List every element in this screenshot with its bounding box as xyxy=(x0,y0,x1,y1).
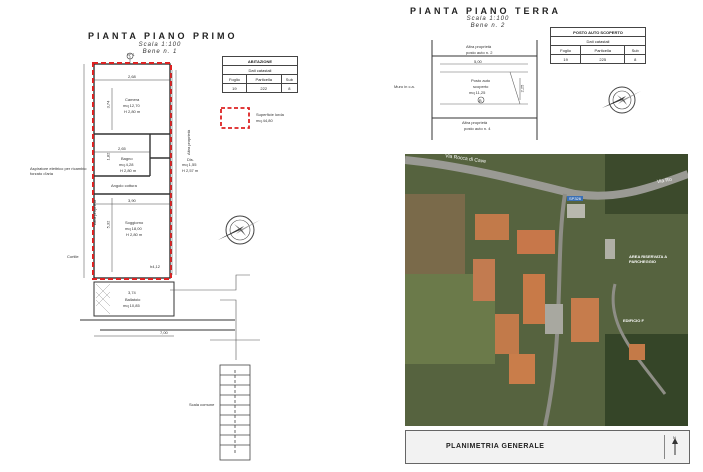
planimetria-title: PLANIMETRIA GENERALE xyxy=(446,443,545,450)
legend-label: Superficie lorda xyxy=(256,112,284,117)
right-info-h1: Foglio xyxy=(549,45,582,55)
right-info-h2: Particella xyxy=(580,45,626,55)
aerial-map: Via Rocca di Cave Via Ro SP326 AREA RISE… xyxy=(405,154,688,426)
posto-num: B xyxy=(479,98,482,103)
north-arrow-box: N xyxy=(664,435,685,459)
room-bagno-area: mq 4,28 xyxy=(119,162,134,167)
dim-width: 3,90 xyxy=(128,198,136,203)
north-label: N xyxy=(673,435,676,440)
right-info-sub: Dati catastali xyxy=(550,36,646,46)
legend-value: mq 44,80 xyxy=(256,118,273,123)
room-soggiorno: Soggiorno xyxy=(125,220,144,225)
right-compass xyxy=(602,86,641,114)
room-soggiorno-area: mq 18,00 xyxy=(125,226,142,231)
left-info-table: ABITAZIONE Dati catastali Foglio Partice… xyxy=(222,56,299,93)
right-info-table: POSTO AUTO SCOPERTO Dati catastali Fogli… xyxy=(549,27,646,64)
dim-h3: 5,32 xyxy=(105,220,111,229)
dim-total: 7,00 xyxy=(160,330,168,335)
left-floor-plan xyxy=(80,52,260,461)
room-soggiorno-h: H 2,80 m xyxy=(126,232,143,237)
left-compass xyxy=(218,215,260,245)
note-cortile: Cortile xyxy=(67,254,79,259)
left-plan-title: PIANTA PIANO PRIMO xyxy=(88,31,238,41)
posto-altra-bottom: Altra proprietà xyxy=(462,120,488,125)
map-building-label: EDIFICIO F xyxy=(623,318,644,323)
right-plan-scale: Scala 1:100 xyxy=(466,16,510,22)
room-camera-h: H 2,80 m xyxy=(124,109,141,114)
room-ballatoio-area: mq 10,85 xyxy=(123,303,140,308)
posto-label: Posto auto xyxy=(471,78,491,83)
dim-mid: 2,65 xyxy=(118,146,126,151)
note-num: Nº 1 xyxy=(127,52,135,57)
room-camera-area: mq 12,70 xyxy=(123,103,140,108)
posto-dim-w: 5,00 xyxy=(474,59,482,64)
aerial-map-drawing xyxy=(405,154,688,426)
room-ballatoio: Ballatoio xyxy=(125,297,141,302)
note-aspiratore: Aspiratore elettrico per ricambio forzat… xyxy=(30,166,87,176)
note-altra-prop-left: Altra proprietà xyxy=(92,199,97,225)
dim-top: 2,68 xyxy=(128,74,136,79)
dim-balc: 3,74 xyxy=(128,290,136,295)
room-dis-h: H 2,57 m xyxy=(182,168,199,173)
room-camera: Camera xyxy=(125,97,140,102)
right-info-h3: Sub xyxy=(624,45,646,55)
dim-h4: h4,12 xyxy=(150,264,161,269)
left-info-v3: 8 xyxy=(280,83,299,93)
map-area-label: AREA RISERVATA A PARCHEGGIO xyxy=(629,254,668,264)
room-bagno: Bagno xyxy=(121,156,133,161)
right-floor-plan xyxy=(431,40,641,140)
note-scala: Scala comune xyxy=(189,402,215,407)
right-plan-title: PIANTA PIANO TERRA xyxy=(410,6,562,16)
room-bagno-h: H 2,80 m xyxy=(120,168,137,173)
map-road-code: SP326 xyxy=(567,196,584,201)
muro-label: Muro in c.a. xyxy=(394,84,415,89)
right-plan-ref: Bene n. 2 xyxy=(470,23,506,29)
right-info-v3: 8 xyxy=(624,54,646,64)
north-arrow-icon xyxy=(672,438,678,455)
posto-altra-top: Altra proprietà xyxy=(466,44,492,49)
left-plan-ref: Bene n. 1 xyxy=(142,49,178,55)
right-info-v1: 19 xyxy=(549,54,582,64)
room-dis-area: mq 1,55 xyxy=(182,162,197,167)
posto-type: scoperto xyxy=(473,84,489,89)
posto-top: posto auto n. 2 xyxy=(466,50,493,55)
room-angolo: Angolo cottura xyxy=(111,183,137,188)
room-dis: Dis. xyxy=(187,157,194,162)
right-info-v2: 225 xyxy=(580,54,626,64)
right-info-title: POSTO AUTO SCOPERTO xyxy=(550,27,646,37)
left-plan-scale: Scala 1:100 xyxy=(138,42,182,48)
posto-area: mq 11,25 xyxy=(469,90,486,95)
posto-bottom: posto auto n. 4 xyxy=(464,126,491,131)
planimetria-footer: PLANIMETRIA GENERALE N xyxy=(405,430,690,464)
posto-dim-h: 2,25 xyxy=(519,84,525,93)
